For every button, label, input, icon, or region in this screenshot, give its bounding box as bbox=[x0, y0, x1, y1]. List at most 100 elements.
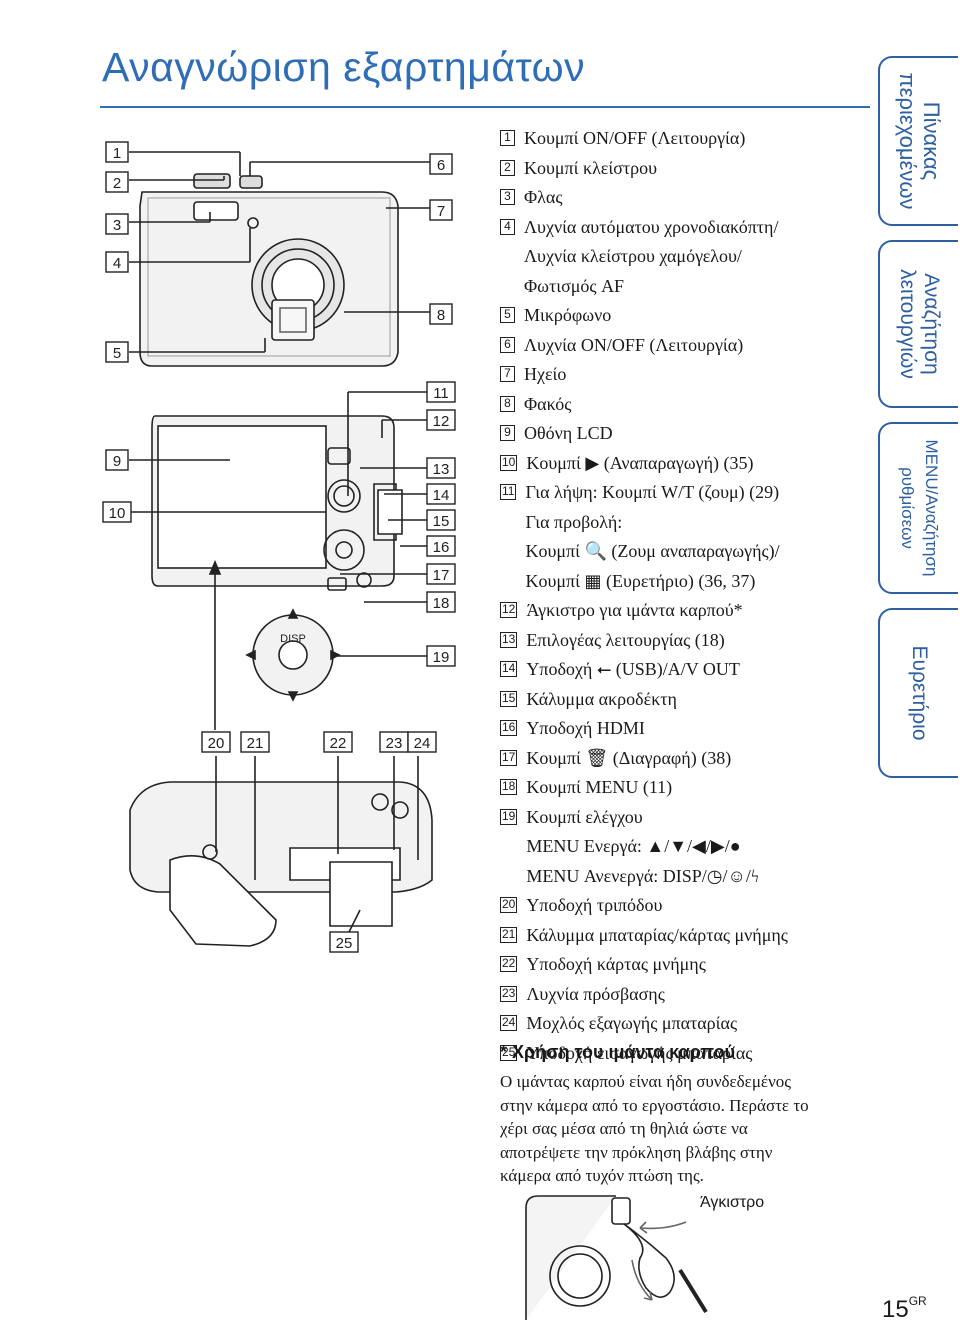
part-description: Κάλυμμα μπαταρίας/κάρτας μνήμης bbox=[526, 924, 788, 945]
part-description: Ηχείο bbox=[524, 364, 567, 384]
figure-label: 10 bbox=[109, 505, 126, 522]
figure-label: 13 bbox=[433, 461, 450, 478]
tab-label: περιεχομένων bbox=[895, 72, 920, 210]
part-number: 21 bbox=[500, 926, 518, 943]
part-description: Λυχνία κλείστρου χαμόγελου/ bbox=[524, 246, 742, 266]
part-number: 6 bbox=[500, 336, 515, 353]
tab-menu-settings-search[interactable]: MENU/Αναζήτηση ρυθμίσεων bbox=[878, 422, 958, 594]
figure-label: 22 bbox=[330, 735, 347, 752]
part-description: Κουμπί κλείστρου bbox=[524, 157, 658, 178]
strap-hook-label: Άγκιστρο bbox=[700, 1194, 765, 1211]
part-description: Άγκιστρο για ιμάντα καρπού* bbox=[526, 600, 743, 620]
figure-label: 15 bbox=[433, 513, 450, 530]
part-description: Κουμπί ON/OFF (Λειτουργία) bbox=[524, 128, 746, 148]
part-description: Για λήψη: Κουμπί W/T (ζουμ) (29) bbox=[525, 482, 780, 502]
part-description: Μοχλός εξαγωγής μπαταρίας bbox=[526, 1013, 738, 1033]
figure-label: 4 bbox=[113, 255, 121, 272]
part-number: 14 bbox=[500, 661, 518, 677]
wrist-strap-figure bbox=[525, 1195, 708, 1320]
part-item: 2 Κουμπί κλείστρου bbox=[500, 154, 850, 184]
part-number: 20 bbox=[500, 897, 518, 913]
tab-label: Αναζήτηση bbox=[920, 273, 943, 375]
part-number: 5 bbox=[500, 307, 515, 323]
part-description: Φακός bbox=[524, 393, 572, 414]
part-description: Επιλογέας λειτουργίας (18) bbox=[526, 629, 725, 650]
part-item: 17 Κουμπί 🗑 (Διαγραφή) (38) bbox=[500, 744, 850, 774]
figure-label: 9 bbox=[113, 453, 121, 470]
page-title: Αναγνώριση εξαρτημάτων bbox=[102, 44, 586, 90]
part-description: Κουμπί 🔍 (Ζουμ αναπαραγωγής)/ bbox=[525, 541, 780, 561]
figure-label: 23 bbox=[386, 735, 403, 752]
page-number: 15GR bbox=[882, 1294, 927, 1323]
part-description: Λυχνία πρόσβασης bbox=[526, 983, 665, 1004]
part-number: 2 bbox=[500, 159, 515, 176]
figure-label: 11 bbox=[433, 385, 449, 402]
figure-label: 20 bbox=[208, 735, 225, 752]
tab-label: MENU/Αναζήτηση bbox=[922, 439, 941, 577]
part-description: Λυχνία ON/OFF (Λειτουργία) bbox=[524, 334, 744, 355]
figure-label: 19 bbox=[433, 649, 450, 666]
dial-disp-label: DISP bbox=[280, 633, 306, 645]
part-description: Κουμπί ▶ (Αναπαραγωγή) (35) bbox=[526, 452, 754, 473]
part-description: Κάλυμμα ακροδέκτη bbox=[526, 688, 677, 709]
tab-label: ρυθμίσεων bbox=[898, 467, 917, 549]
part-item: 9 Οθόνη LCD bbox=[500, 419, 850, 449]
part-item: 13 Επιλογέας λειτουργίας (18) bbox=[500, 626, 850, 656]
part-number: 11 bbox=[500, 484, 517, 500]
part-item: 15 Κάλυμμα ακροδέκτη bbox=[500, 685, 850, 715]
figure-label: 2 bbox=[113, 175, 121, 192]
part-item: 1 Κουμπί ON/OFF (Λειτουργία) bbox=[500, 124, 850, 154]
part-description: Κουμπί ▦ (Ευρετήριο) (36, 37) bbox=[525, 570, 756, 591]
part-item: 6 Λυχνία ON/OFF (Λειτουργία) bbox=[500, 331, 850, 361]
part-number: 17 bbox=[500, 749, 518, 766]
part-description: Κουμπί ελέγχου bbox=[526, 806, 643, 827]
figure-label: 8 bbox=[437, 307, 445, 324]
part-description: Υποδοχή τριπόδου bbox=[526, 895, 663, 915]
part-number: 1 bbox=[500, 130, 515, 146]
part-description: Υποδοχή κάρτας μνήμης bbox=[526, 954, 706, 974]
tab-label: Πίνακας bbox=[919, 101, 944, 181]
part-description: Λυχνία αυτόματου χρονοδιακόπτη/ bbox=[524, 216, 779, 237]
part-item: 25 Υποδοχή εισαγωγής μπαταρίας bbox=[500, 1039, 850, 1069]
part-number: 9 bbox=[500, 425, 515, 441]
figure-label: 14 bbox=[433, 487, 450, 504]
part-number: 25 bbox=[500, 1044, 518, 1061]
part-item: 22 Υποδοχή κάρτας μνήμης bbox=[500, 950, 850, 980]
strap-note-line: Ο ιμάντας καρπού είναι ήδη συνδεδεμένος bbox=[500, 1072, 791, 1091]
strap-note-title: * Χρήση του ιμάντα καρπού bbox=[500, 1042, 736, 1062]
figure-label: 6 bbox=[437, 157, 445, 174]
part-number: 15 bbox=[500, 690, 518, 707]
part-description: Υποδοχή εισαγωγής μπαταρίας bbox=[526, 1042, 753, 1063]
part-number: 18 bbox=[500, 779, 518, 795]
parts-list: 1 Κουμπί ON/OFF (Λειτουργία) 2 Κουμπί κλείσ… bbox=[500, 124, 850, 1068]
figure-label: 21 bbox=[247, 735, 264, 752]
part-description: Φλας bbox=[524, 187, 563, 207]
part-number: 7 bbox=[500, 366, 515, 382]
figure-label: 3 bbox=[113, 217, 121, 234]
part-item: 7 Ηχείο bbox=[500, 360, 850, 390]
part-description: Οθόνη LCD bbox=[524, 423, 613, 443]
part-item: 21 Κάλυμμα μπαταρίας/κάρτας μνήμης bbox=[500, 921, 850, 951]
figure-label: 16 bbox=[433, 539, 450, 556]
camera-parts-figure: 1 2 3 4 5 6 7 8 9 10 11 12 13 14 15 16 1… bbox=[102, 141, 456, 953]
part-description: Κουμπί 🗑 (Διαγραφή) (38) bbox=[526, 747, 732, 768]
tab-index[interactable]: Ευρετήριο bbox=[878, 608, 958, 778]
part-number: 22 bbox=[500, 956, 518, 972]
part-number: 19 bbox=[500, 808, 518, 825]
part-number: 13 bbox=[500, 631, 518, 648]
strap-note-line: χέρι σας μέσα από τη θηλιά ώστε να bbox=[500, 1119, 748, 1138]
figure-label: 1 bbox=[113, 145, 121, 162]
part-number: 24 bbox=[500, 1015, 518, 1031]
part-description: Υποδοχή ⭠ (USB)/A/V OUT bbox=[526, 659, 740, 679]
strap-note-line: αποτρέψετε την πρόκληση βλάβης στην bbox=[500, 1142, 773, 1162]
